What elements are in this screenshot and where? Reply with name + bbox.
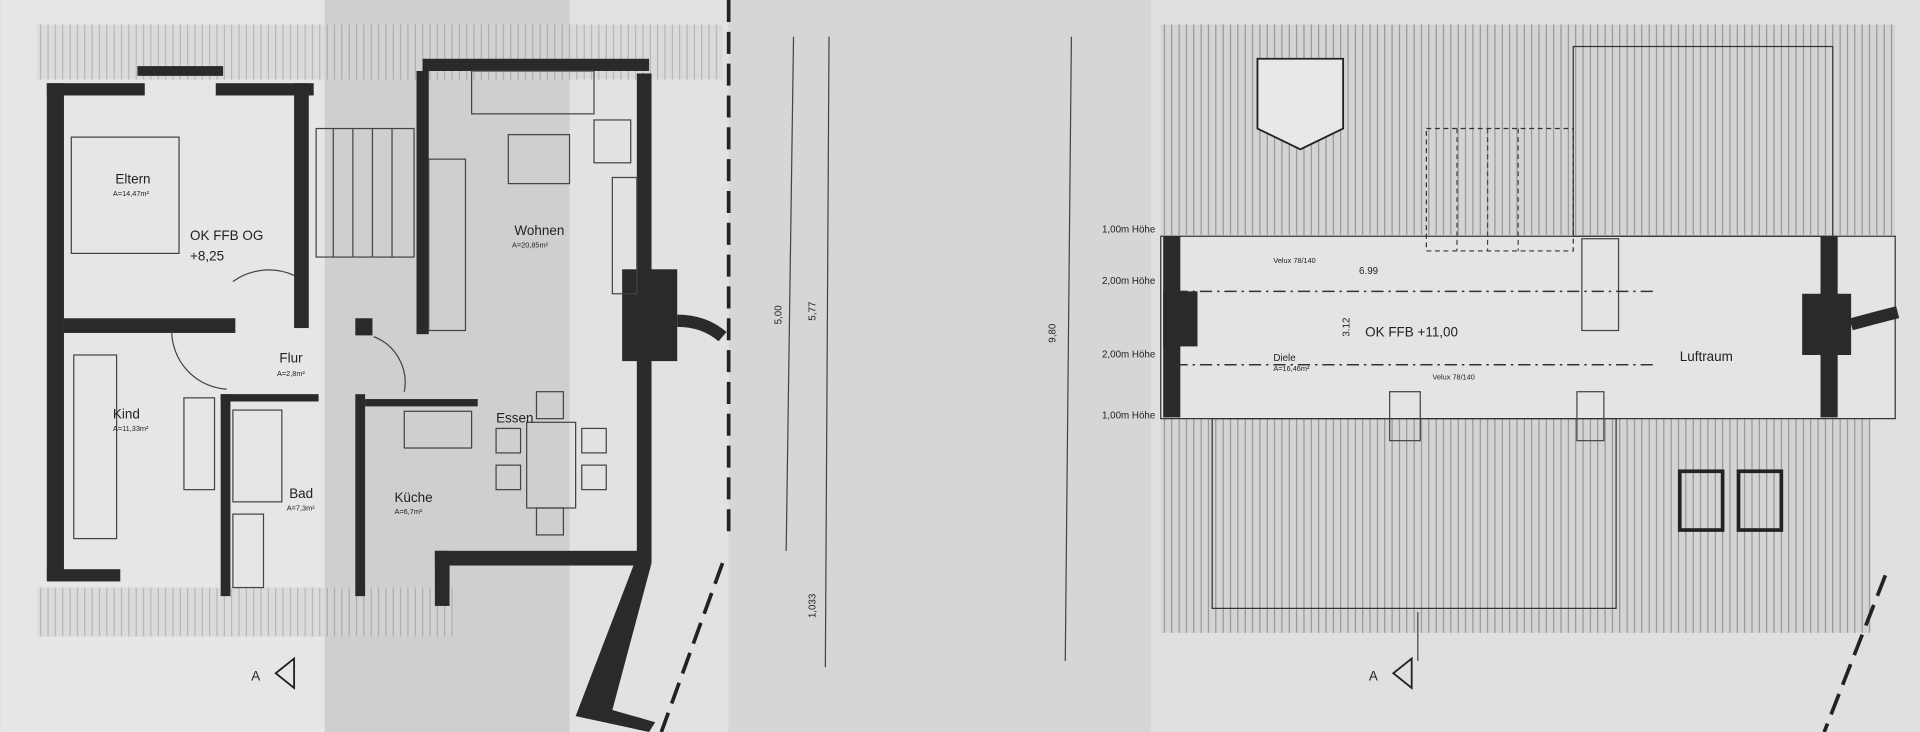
upper-floor-plan: Eltern A=14,47m² OK FFB OG +8,25 Kind A=…	[37, 24, 727, 732]
svg-text:5,00: 5,00	[773, 305, 784, 325]
room-bad: Bad A=7,3m²	[287, 486, 315, 512]
svg-text:A: A	[251, 669, 260, 684]
chimney-outline	[1256, 57, 1345, 151]
room-essen: Essen	[496, 410, 533, 425]
svg-text:Bad: Bad	[289, 486, 313, 501]
section-marker-left: A	[251, 656, 296, 690]
room-eltern: Eltern A=14,47m²	[113, 172, 151, 198]
velux-label: Velux 78/140	[1273, 256, 1315, 265]
svg-text:Diele: Diele	[1273, 353, 1295, 364]
svg-text:Wohnen: Wohnen	[514, 223, 564, 238]
svg-text:A=14,47m²: A=14,47m²	[113, 189, 150, 198]
svg-text:Kind: Kind	[113, 407, 140, 422]
svg-text:2,00m Höhe: 2,00m Höhe	[1102, 349, 1155, 360]
level-label: OK FFB OG	[190, 228, 263, 243]
svg-text:A=6,7m²: A=6,7m²	[394, 507, 422, 516]
svg-text:1,00m Höhe: 1,00m Höhe	[1102, 225, 1155, 236]
svg-text:1,033: 1,033	[808, 593, 819, 618]
svg-text:5,77: 5,77	[808, 302, 819, 321]
svg-text:A=20,85m²: A=20,85m²	[512, 240, 549, 249]
svg-text:A=11,33m²: A=11,33m²	[113, 424, 149, 433]
measure: 6.99	[1359, 266, 1378, 277]
bed	[70, 136, 180, 254]
room-luftraum: Luftraum	[1680, 349, 1733, 364]
svg-text:1,00m Höhe: 1,00m Höhe	[1102, 411, 1155, 422]
svg-text:9,80: 9,80	[1047, 323, 1058, 343]
svg-text:Flur: Flur	[279, 350, 303, 365]
room-kueche: Küche A=6,7m²	[394, 490, 432, 516]
svg-text:Küche: Küche	[394, 490, 432, 505]
measure: 3.12	[1341, 318, 1352, 337]
dimension-lines: 5,00 5,77 9,80 1,033	[773, 36, 1073, 668]
velux-label: Velux 78/140	[1432, 372, 1474, 381]
room-diele: Diele A=16,46m²	[1273, 353, 1310, 373]
room-flur: Flur A=2,8m²	[277, 350, 305, 377]
svg-text:Eltern: Eltern	[115, 172, 150, 187]
section-marker-right: A	[1369, 612, 1419, 690]
room-kind: Kind A=11,33m²	[113, 407, 149, 433]
attic-level-label: OK FFB +11,00	[1365, 325, 1458, 340]
svg-text:A=16,46m²: A=16,46m²	[1273, 364, 1310, 373]
skylight	[1677, 469, 1725, 532]
room-wohnen: Wohnen A=20,85m²	[512, 223, 564, 249]
svg-text:A=2,8m²: A=2,8m²	[277, 369, 305, 378]
bathtub	[232, 409, 283, 503]
staircase	[315, 127, 467, 332]
svg-text:A=7,3m²: A=7,3m²	[287, 503, 315, 512]
attic-staircase	[1425, 127, 1620, 332]
svg-text:A: A	[1369, 669, 1378, 684]
svg-text:2,00m Höhe: 2,00m Höhe	[1102, 276, 1155, 287]
skylight	[1736, 469, 1784, 532]
attic-floor-plan: 1,00m Höhe 2,00m Höhe 2,00m Höhe 1,00m H…	[1102, 24, 1900, 732]
height-labels: 1,00m Höhe 2,00m Höhe 2,00m Höhe 1,00m H…	[1102, 225, 1155, 422]
level-value: +8,25	[190, 249, 224, 264]
